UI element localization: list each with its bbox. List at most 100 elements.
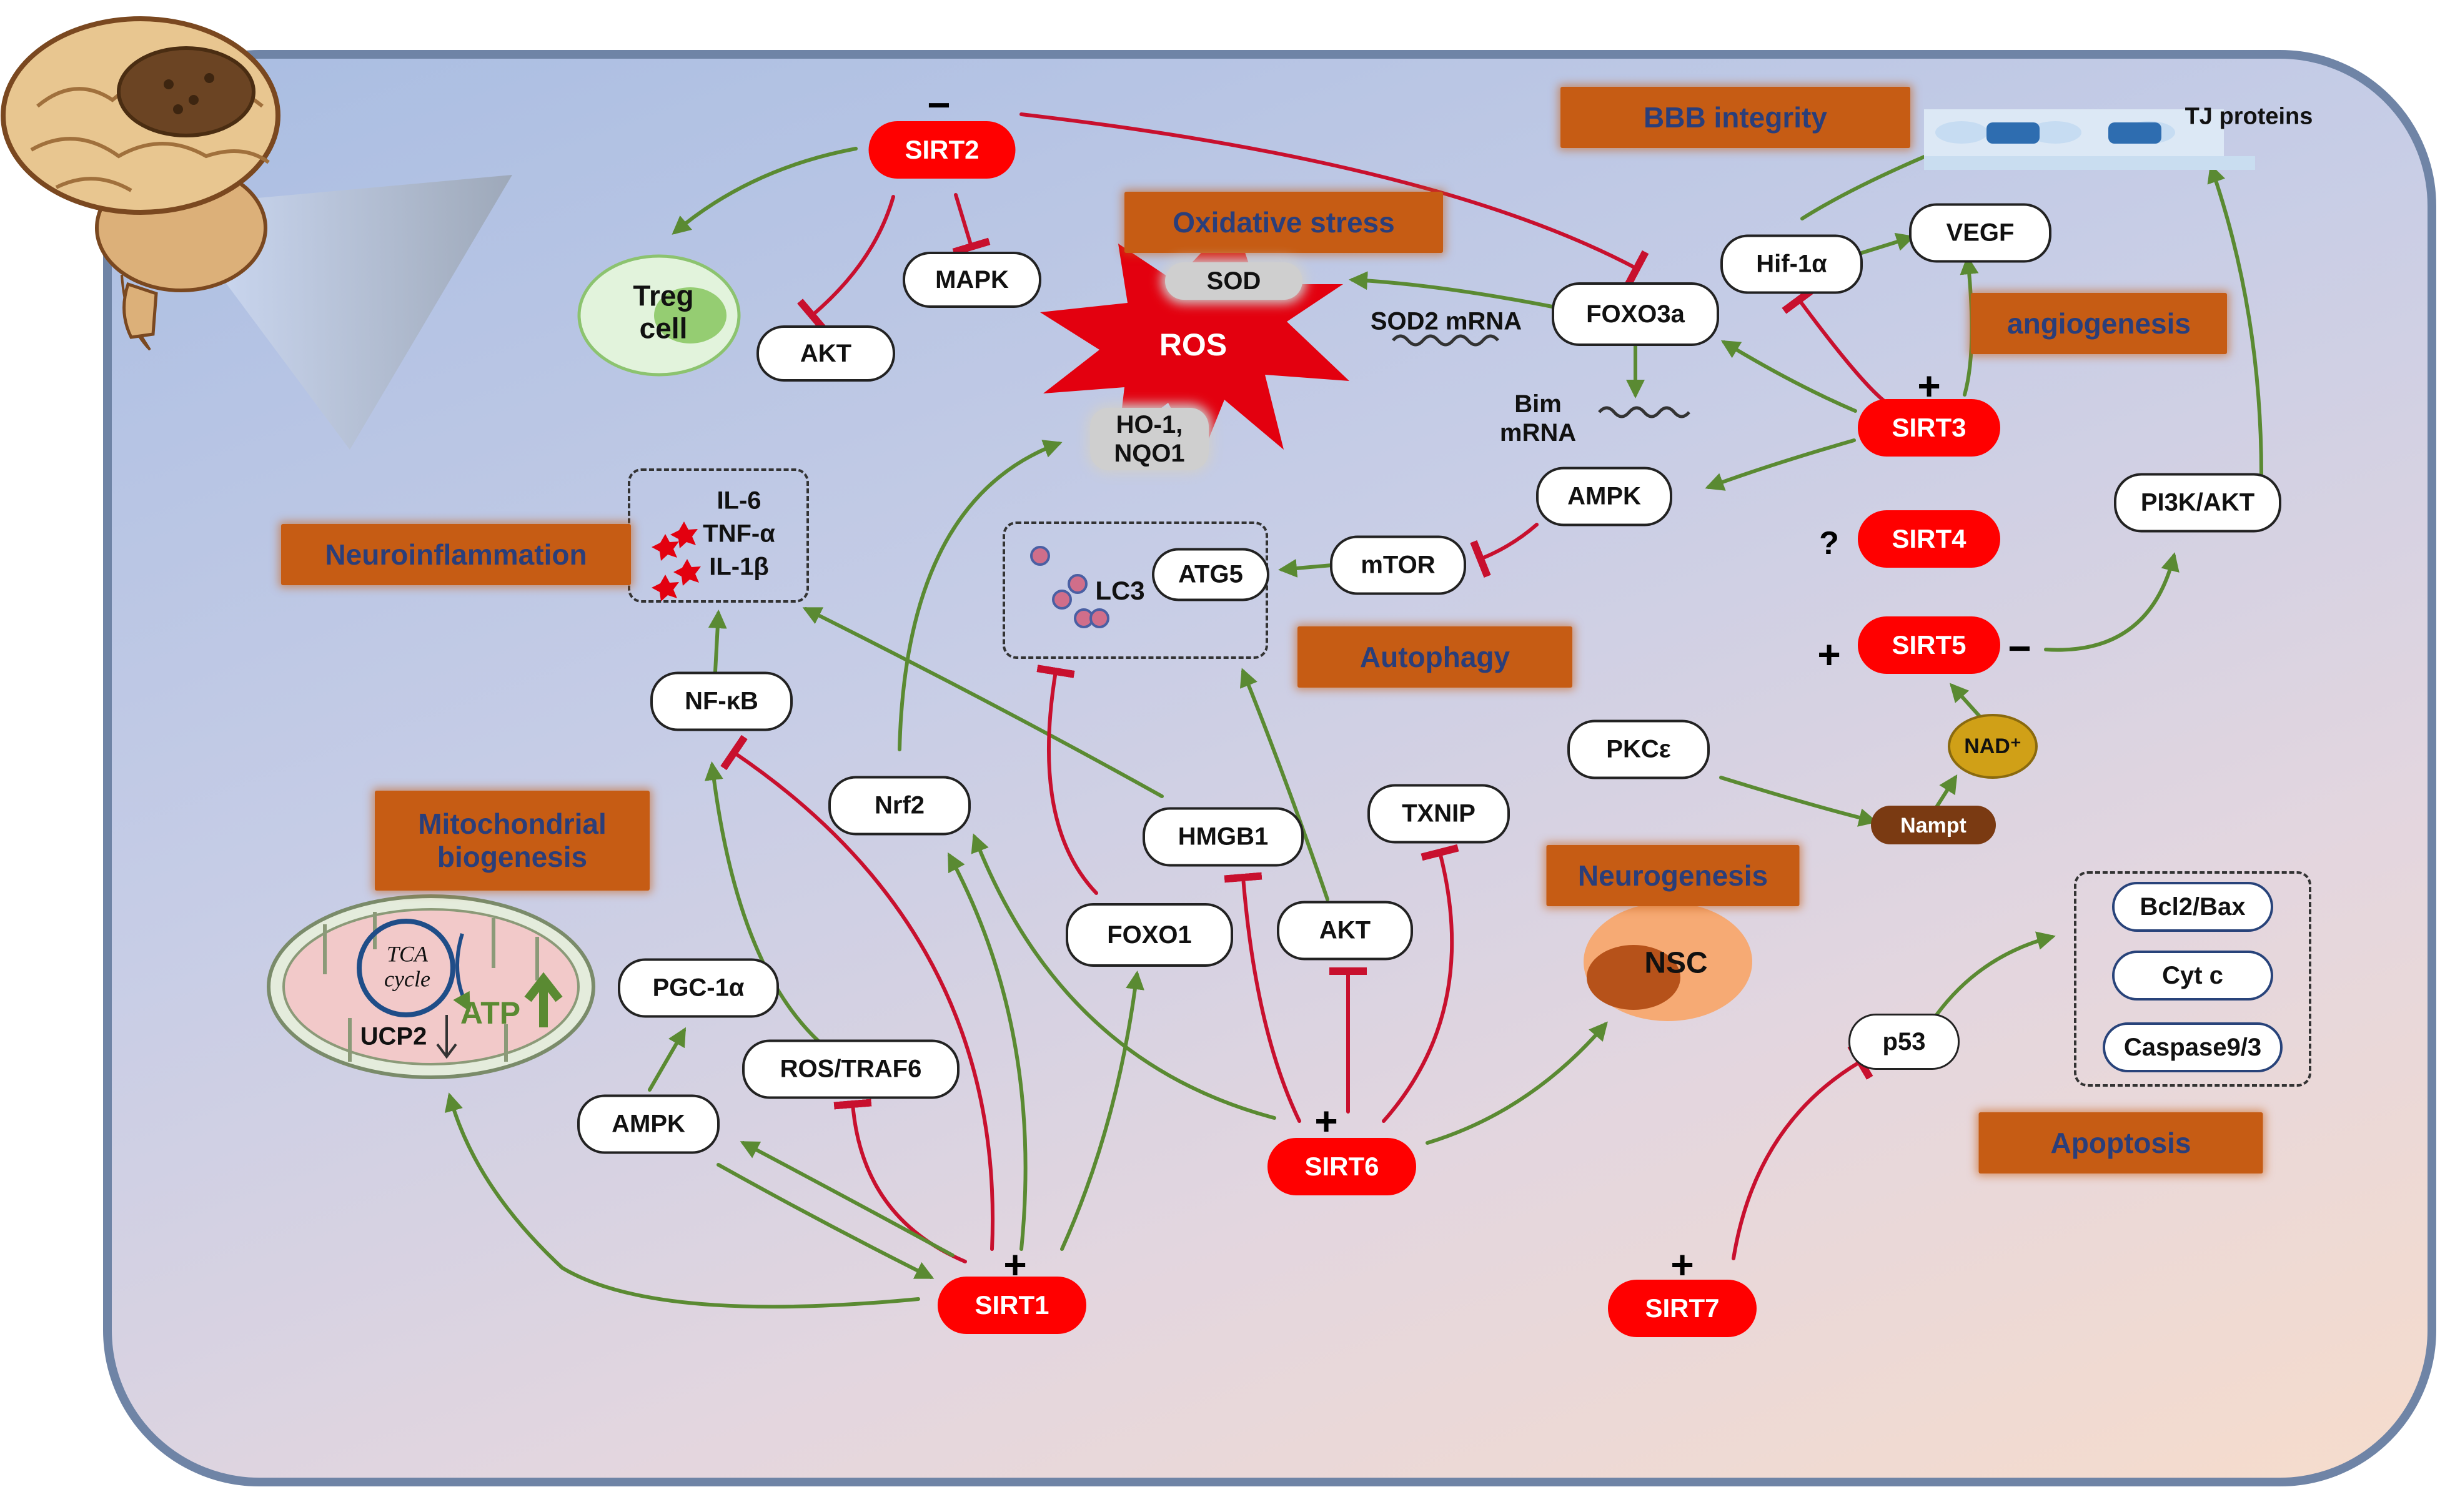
wire-foxo3a-sod (1349, 271, 1557, 309)
wire-sirt3-ampk (1705, 438, 1856, 491)
cytokine-star-icon (652, 521, 701, 601)
lc3-label: LC3 (1095, 576, 1145, 605)
wire-ampk-pgc1a (648, 1027, 687, 1092)
node-ros-traf6: ROS/TRAF6 (742, 1039, 960, 1099)
ho1-badge: HO-1, NQO1 (1090, 408, 1209, 470)
header-autophagy-text: Autophagy (1359, 640, 1510, 673)
header-angiogenesis-text: angiogenesis (2007, 307, 2191, 340)
header-neurogenesis-text: Neurogenesis (1577, 859, 1768, 892)
sirt1-sign: + (1003, 1242, 1027, 1287)
wire-sirt3-foxo3a (1720, 340, 1857, 413)
mitochondrion (267, 894, 595, 1079)
sirt5-sign-left: + (1817, 632, 1841, 677)
wire-sirt1-rostraf6 (833, 1099, 967, 1263)
bim-mrna-squiggle (1598, 406, 1690, 418)
wire-sirt1-nfkb (720, 734, 994, 1251)
tight-junction-strip (1924, 109, 2255, 170)
autophagy-box (1003, 521, 1268, 659)
wire-pkce-nampt (1719, 776, 1878, 827)
node-akt-top: AKT (756, 325, 895, 382)
ros-starburst (1040, 219, 1349, 462)
tca-cycle-label: TCA cycle (384, 942, 430, 991)
node-ampk-low: AMPK (577, 1094, 720, 1154)
node-atg5: ATG5 (1152, 548, 1269, 601)
sod2-mrna-squiggle (1392, 334, 1499, 347)
lc3-vesicles (1030, 546, 1109, 628)
ucp2-label: UCP2 (360, 1022, 427, 1050)
wire-nrf2-ho1 (898, 440, 1063, 751)
wire-sirt3-hif1a (1782, 285, 1888, 405)
bim-line2: mRNA (1499, 419, 1577, 447)
node-mapk: MAPK (903, 252, 1041, 308)
nad-body (1948, 714, 2038, 779)
atp-label: ATP (460, 996, 521, 1030)
wire-sirt1-ampk (740, 1141, 955, 1257)
node-pkce: PKCε (1567, 719, 1710, 779)
tca-line2: cycle (384, 966, 430, 991)
wire-sirt7-p53 (1732, 1044, 1873, 1260)
node-foxo3a: FOXO3a (1552, 282, 1719, 346)
node-hif1a: Hif-1α (1720, 234, 1863, 294)
node-txnip: TXNIP (1367, 784, 1510, 844)
sirt4-sign: ? (1819, 525, 1839, 561)
wire-sirt6-nsc (1426, 1021, 1608, 1145)
node-akt-low: AKT (1277, 901, 1413, 961)
wire-akt-autophagy (1239, 668, 1329, 901)
header-bbb-integrity: BBB integrity (1560, 87, 1910, 148)
treg-label-line1: Treg (633, 279, 694, 312)
bim-mrna-label: Bim mRNA (1500, 390, 1576, 447)
header-bbb-text: BBB integrity (1644, 101, 1827, 134)
wire-sirt1-nrf2 (948, 852, 1028, 1251)
wire-rostraf6-nfkb (704, 761, 830, 1051)
il1b-label: IL-1β (709, 553, 769, 581)
nampt-body (1871, 806, 1996, 844)
header-autophagy: Autophagy (1297, 626, 1572, 688)
header-mito-line2: biogenesis (437, 841, 588, 873)
sirt3-node: SIRT3 (1858, 399, 2000, 457)
sirt4-node: SIRT4 (1858, 510, 2000, 568)
sirt7-node: SIRT7 (1608, 1280, 1757, 1337)
wire-sirt6-nrf2 (971, 833, 1276, 1120)
wire-hif1a-vegf (1860, 232, 1915, 255)
node-nfkb: NF-κB (650, 671, 793, 731)
header-mito-line1: Mitochondrial (418, 808, 607, 841)
bim-line1: Bim (1514, 390, 1562, 418)
wire-sirt5-pi3k (2044, 552, 2180, 652)
header-apoptosis: Apoptosis (1978, 1112, 2263, 1174)
wire-sirt6-hmgb1 (1224, 872, 1301, 1123)
node-nampt: Nampt (1900, 813, 1966, 838)
wire-sirt6-txnip (1382, 844, 1459, 1123)
node-nad: NAD⁺ (1964, 734, 2021, 758)
wire-hmgb1-neuroinflammation (802, 607, 1164, 798)
node-bcl2bax: Bcl2/Bax (2112, 882, 2273, 932)
sirt1-node: SIRT1 (938, 1277, 1086, 1334)
wire-mtor-atg5 (1278, 558, 1334, 578)
header-neurogenesis: Neurogenesis (1546, 845, 1800, 906)
treg-cell-nucleus (654, 287, 727, 343)
nsc-label: NSC (1644, 946, 1708, 980)
sirt6-sign: + (1314, 1099, 1338, 1144)
node-pgc1a: PGC-1α (618, 958, 779, 1018)
sod-badge: SOD (1165, 262, 1302, 300)
node-pi3k-akt: PI3K/AKT (2114, 473, 2281, 533)
sirt5-node: SIRT5 (1858, 616, 2000, 674)
sirt3-sign: + (1917, 363, 1941, 408)
wire-nad-sirt5 (1949, 683, 1982, 719)
sirt7-sign: + (1670, 1242, 1694, 1287)
wire-ampk-sirt1 (717, 1163, 935, 1279)
ho1-line2: NQO1 (1114, 440, 1185, 467)
wire-sirt2-mapk (952, 193, 991, 256)
nsc-cell-nucleus (1587, 945, 1680, 1010)
tca-line1: TCA (386, 941, 429, 967)
node-cytc: Cyt c (2112, 951, 2273, 1001)
sirt2-node: SIRT2 (868, 121, 1016, 179)
header-oxidative-text: Oxidative stress (1173, 205, 1395, 239)
sirt5-sign-right: − (2008, 626, 2031, 671)
header-oxidative-stress: Oxidative stress (1124, 192, 1443, 253)
wire-p53-apoptosis (1935, 931, 2056, 1017)
wire-sirt2-akt (796, 195, 895, 332)
tnfa-label: TNF-α (703, 520, 775, 548)
sirt6-node: SIRT6 (1267, 1138, 1416, 1195)
tj-proteins-label: TJ proteins (2185, 103, 2313, 130)
wire-ampk-mtor (1470, 523, 1539, 578)
